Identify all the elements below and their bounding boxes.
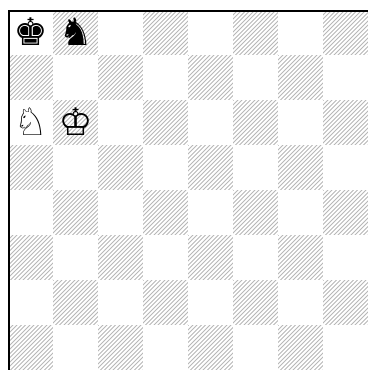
square-c6[interactable]	[98, 100, 143, 145]
board-left-border	[8, 10, 10, 370]
square-h6[interactable]	[323, 100, 368, 145]
square-c2[interactable]	[98, 280, 143, 325]
square-b3[interactable]	[53, 235, 98, 280]
square-f8[interactable]	[233, 10, 278, 55]
square-g3[interactable]	[278, 235, 323, 280]
square-g4[interactable]	[278, 190, 323, 235]
square-e1[interactable]	[188, 325, 233, 370]
square-h1[interactable]	[323, 325, 368, 370]
square-e3[interactable]	[188, 235, 233, 280]
square-a5[interactable]	[8, 145, 53, 190]
square-c7[interactable]	[98, 55, 143, 100]
chess-board[interactable]: ♚♞♘♔	[8, 10, 368, 370]
square-h8[interactable]	[323, 10, 368, 55]
square-b2[interactable]	[53, 280, 98, 325]
square-g5[interactable]	[278, 145, 323, 190]
square-f7[interactable]	[233, 55, 278, 100]
square-f2[interactable]	[233, 280, 278, 325]
square-a3[interactable]	[8, 235, 53, 280]
square-d5[interactable]	[143, 145, 188, 190]
square-c3[interactable]	[98, 235, 143, 280]
square-d3[interactable]	[143, 235, 188, 280]
square-a2[interactable]	[8, 280, 53, 325]
square-e8[interactable]	[188, 10, 233, 55]
square-g7[interactable]	[278, 55, 323, 100]
square-d4[interactable]	[143, 190, 188, 235]
square-f3[interactable]	[233, 235, 278, 280]
square-e2[interactable]	[188, 280, 233, 325]
square-c4[interactable]	[98, 190, 143, 235]
square-d2[interactable]	[143, 280, 188, 325]
square-h5[interactable]	[323, 145, 368, 190]
square-c8[interactable]	[98, 10, 143, 55]
square-d6[interactable]	[143, 100, 188, 145]
square-b5[interactable]	[53, 145, 98, 190]
square-g8[interactable]	[278, 10, 323, 55]
square-h7[interactable]	[323, 55, 368, 100]
board-top-border	[8, 10, 368, 12]
square-c1[interactable]	[98, 325, 143, 370]
chess-board-frame: ♚♞♘♔	[8, 10, 368, 370]
square-f1[interactable]	[233, 325, 278, 370]
white-knight-icon[interactable]: ♘	[8, 100, 53, 145]
square-h2[interactable]	[323, 280, 368, 325]
white-king-icon[interactable]: ♔	[53, 100, 98, 145]
square-d7[interactable]	[143, 55, 188, 100]
square-f6[interactable]	[233, 100, 278, 145]
square-g1[interactable]	[278, 325, 323, 370]
square-f4[interactable]	[233, 190, 278, 235]
square-h3[interactable]	[323, 235, 368, 280]
square-a1[interactable]	[8, 325, 53, 370]
black-king-icon[interactable]: ♚	[8, 10, 53, 55]
square-c5[interactable]	[98, 145, 143, 190]
square-f5[interactable]	[233, 145, 278, 190]
square-b1[interactable]	[53, 325, 98, 370]
square-e5[interactable]	[188, 145, 233, 190]
square-a7[interactable]	[8, 55, 53, 100]
square-e7[interactable]	[188, 55, 233, 100]
square-d1[interactable]	[143, 325, 188, 370]
black-knight-icon[interactable]: ♞	[53, 10, 98, 55]
square-b7[interactable]	[53, 55, 98, 100]
square-a4[interactable]	[8, 190, 53, 235]
square-h4[interactable]	[323, 190, 368, 235]
square-d8[interactable]	[143, 10, 188, 55]
square-e4[interactable]	[188, 190, 233, 235]
square-b4[interactable]	[53, 190, 98, 235]
square-g2[interactable]	[278, 280, 323, 325]
square-g6[interactable]	[278, 100, 323, 145]
square-e6[interactable]	[188, 100, 233, 145]
